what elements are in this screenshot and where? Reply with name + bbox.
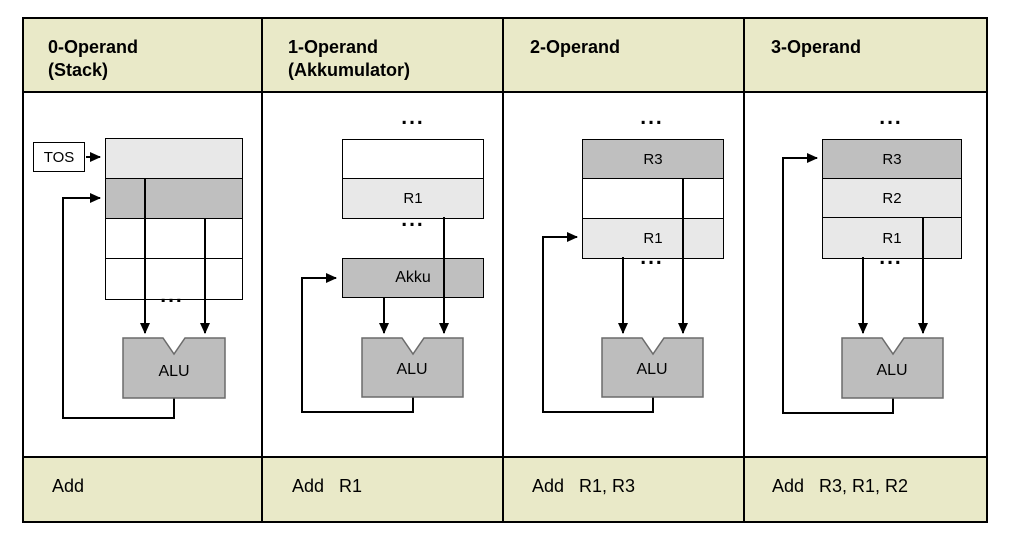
column-divider xyxy=(502,19,504,521)
column-header-2operand: 2-Operand xyxy=(530,36,620,59)
column-divider xyxy=(261,19,263,521)
alu-label: ALU xyxy=(158,363,190,380)
instruction-label: Add R3, R1, R2 xyxy=(772,476,909,496)
alu-label: ALU xyxy=(396,361,428,378)
ellipsis: ... xyxy=(879,246,903,269)
instruction-label: Add R1 xyxy=(292,476,363,496)
register-label: R3 xyxy=(643,150,663,168)
register-cell-r1: R1 xyxy=(343,179,483,218)
header-line1: 0-Operand xyxy=(48,37,139,57)
register-cell xyxy=(583,179,723,219)
alu-label: ALU xyxy=(876,362,908,379)
ellipsis: ... xyxy=(640,246,664,269)
register-label: R1 xyxy=(403,190,423,207)
column-divider xyxy=(743,19,745,521)
ellipsis: ... xyxy=(160,284,184,307)
instruction-band xyxy=(24,456,986,521)
ellipsis: ... xyxy=(401,208,425,231)
instruction-label: Add R1, R3 xyxy=(532,476,636,496)
header-line2: (Stack) xyxy=(48,60,109,80)
stack-cell-tos xyxy=(106,139,242,179)
register-cell-r3: R3 xyxy=(583,140,723,179)
header-band xyxy=(24,19,986,93)
table-frame xyxy=(22,17,988,523)
register-file: R1 xyxy=(342,139,484,219)
header-line1: 3-Operand xyxy=(771,37,862,57)
ellipsis: ... xyxy=(401,106,425,129)
instruction-label: Add xyxy=(52,476,85,496)
column-header-stack: 0-Operand (Stack) xyxy=(48,36,138,82)
header-line1: 1-Operand xyxy=(288,37,379,57)
ellipsis: ... xyxy=(879,106,903,129)
alu-label: ALU xyxy=(636,361,668,378)
tos-label: TOS xyxy=(43,148,75,166)
header-line2: (Akkumulator) xyxy=(288,60,411,80)
header-line1: 2-Operand xyxy=(530,37,621,57)
ellipsis: ... xyxy=(640,106,664,129)
column-header-3operand: 3-Operand xyxy=(771,36,861,59)
column-header-akkumulator: 1-Operand (Akkumulator) xyxy=(288,36,410,82)
tos-box: TOS xyxy=(33,142,85,172)
register-cell xyxy=(343,140,483,179)
